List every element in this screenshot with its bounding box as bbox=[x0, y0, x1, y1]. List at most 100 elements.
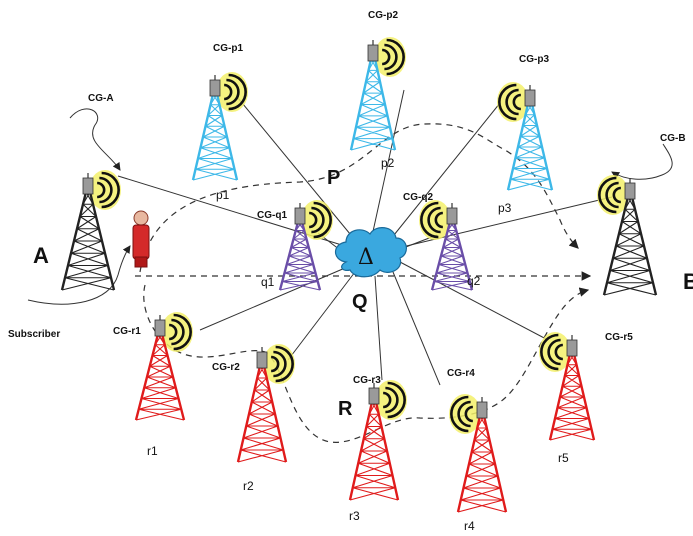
subscriber-legs bbox=[134, 256, 148, 268]
signal-wave bbox=[612, 186, 622, 204]
pointer-lines bbox=[27, 108, 673, 305]
signal-wave bbox=[223, 83, 233, 101]
tower-p3 bbox=[497, 82, 554, 191]
tower-r4 bbox=[449, 394, 508, 513]
antenna-head bbox=[476, 401, 488, 419]
subscriber-head bbox=[133, 210, 149, 226]
signal-wave bbox=[605, 181, 619, 209]
tower-r5 bbox=[539, 332, 596, 441]
tower-lattice bbox=[135, 333, 185, 421]
signal-wave bbox=[457, 400, 471, 428]
tower-p1 bbox=[191, 72, 248, 181]
pointer-cg-a bbox=[69, 108, 121, 171]
label-subscriber: Subscriber bbox=[8, 329, 60, 340]
link-r3 bbox=[374, 275, 383, 381]
delta-cloud: Δ bbox=[334, 227, 407, 278]
link-p3 bbox=[389, 102, 501, 241]
signal-wave bbox=[547, 338, 561, 366]
label-r3: r3 bbox=[349, 509, 360, 523]
label-cg-p1: CG-p1 bbox=[213, 43, 243, 54]
label-q1: q1 bbox=[261, 275, 275, 289]
label-node-b: B bbox=[683, 269, 693, 294]
signal-wave bbox=[554, 343, 564, 361]
label-q2: q2 bbox=[467, 274, 481, 288]
tower-q1 bbox=[278, 200, 333, 291]
signal-wave bbox=[450, 395, 469, 433]
signal-wave bbox=[505, 88, 519, 116]
link-r1 bbox=[199, 267, 346, 331]
dashed-routes bbox=[135, 123, 592, 443]
towers bbox=[60, 37, 658, 513]
signal-wave bbox=[464, 405, 474, 423]
antenna-head bbox=[82, 177, 94, 195]
label-group-r: R bbox=[338, 398, 353, 420]
antenna-head bbox=[368, 387, 380, 405]
label-r4: r4 bbox=[464, 519, 475, 533]
label-r1: r1 bbox=[147, 444, 158, 458]
antenna-head bbox=[524, 89, 536, 107]
signal-wave bbox=[498, 83, 517, 121]
label-group-q: Q bbox=[352, 291, 368, 313]
antenna-head bbox=[446, 207, 458, 225]
signal-wave bbox=[313, 201, 332, 239]
route-lower bbox=[143, 284, 590, 443]
signal-wave bbox=[173, 313, 192, 351]
label-p2: p2 bbox=[381, 156, 395, 170]
tower-p2 bbox=[349, 37, 406, 151]
signal-wave bbox=[427, 206, 441, 234]
signal-wave bbox=[381, 48, 391, 66]
antenna-head bbox=[256, 351, 268, 369]
signal-wave bbox=[171, 318, 185, 346]
label-r2: r2 bbox=[243, 479, 254, 493]
signal-wave bbox=[228, 73, 247, 111]
link-r4 bbox=[392, 271, 441, 386]
signal-wave bbox=[168, 323, 178, 341]
pointer-cg-b bbox=[611, 143, 673, 180]
link-p1 bbox=[237, 97, 356, 241]
tower-lattice bbox=[549, 353, 595, 441]
tower-lattice bbox=[350, 58, 396, 151]
label-cg-r4: CG-r4 bbox=[447, 368, 475, 379]
label-cg-r2: CG-r2 bbox=[212, 362, 240, 373]
link-r5 bbox=[399, 261, 549, 341]
tower-r2 bbox=[236, 344, 295, 463]
antenna-head bbox=[294, 207, 306, 225]
signal-wave bbox=[311, 206, 325, 234]
route-upper bbox=[139, 123, 579, 273]
signal-wave bbox=[273, 350, 287, 378]
signal-wave bbox=[270, 355, 280, 373]
tower-B bbox=[597, 175, 658, 296]
pointer-subscriber bbox=[27, 245, 131, 305]
tower-lattice bbox=[61, 191, 115, 291]
label-p1: p1 bbox=[216, 188, 230, 202]
delta-symbol: Δ bbox=[358, 245, 374, 270]
tower-q2 bbox=[419, 200, 474, 291]
labels: CG-A CG-B CG-p1 CG-p2 CG-p3 CG-q1 CG-q2 … bbox=[8, 10, 693, 533]
signal-wave bbox=[540, 333, 559, 371]
signal-wave bbox=[275, 345, 294, 383]
cloud-shape bbox=[334, 227, 407, 278]
label-cg-p3: CG-p3 bbox=[519, 54, 549, 65]
label-group-p: P bbox=[327, 167, 340, 189]
antenna-head bbox=[367, 44, 379, 62]
signal-wave bbox=[99, 176, 113, 204]
label-cg-p2: CG-p2 bbox=[368, 10, 398, 21]
tower-lattice bbox=[603, 196, 657, 296]
signal-wave bbox=[512, 93, 522, 111]
signal-wave bbox=[96, 181, 106, 199]
signal-wave bbox=[226, 78, 240, 106]
signal-wave bbox=[382, 391, 392, 409]
tower-lattice bbox=[457, 415, 507, 513]
tower-lattice bbox=[507, 103, 553, 191]
label-node-a: A bbox=[33, 243, 49, 268]
signal-wave bbox=[598, 176, 617, 214]
tower-r3 bbox=[348, 380, 407, 501]
signal-wave bbox=[101, 171, 120, 209]
tower-lattice bbox=[279, 221, 321, 291]
tower-A bbox=[60, 170, 121, 291]
antenna-head bbox=[566, 339, 578, 357]
signal-wave bbox=[386, 38, 405, 76]
tower-lattice bbox=[349, 401, 399, 501]
label-cg-q1: CG-q1 bbox=[257, 210, 287, 221]
